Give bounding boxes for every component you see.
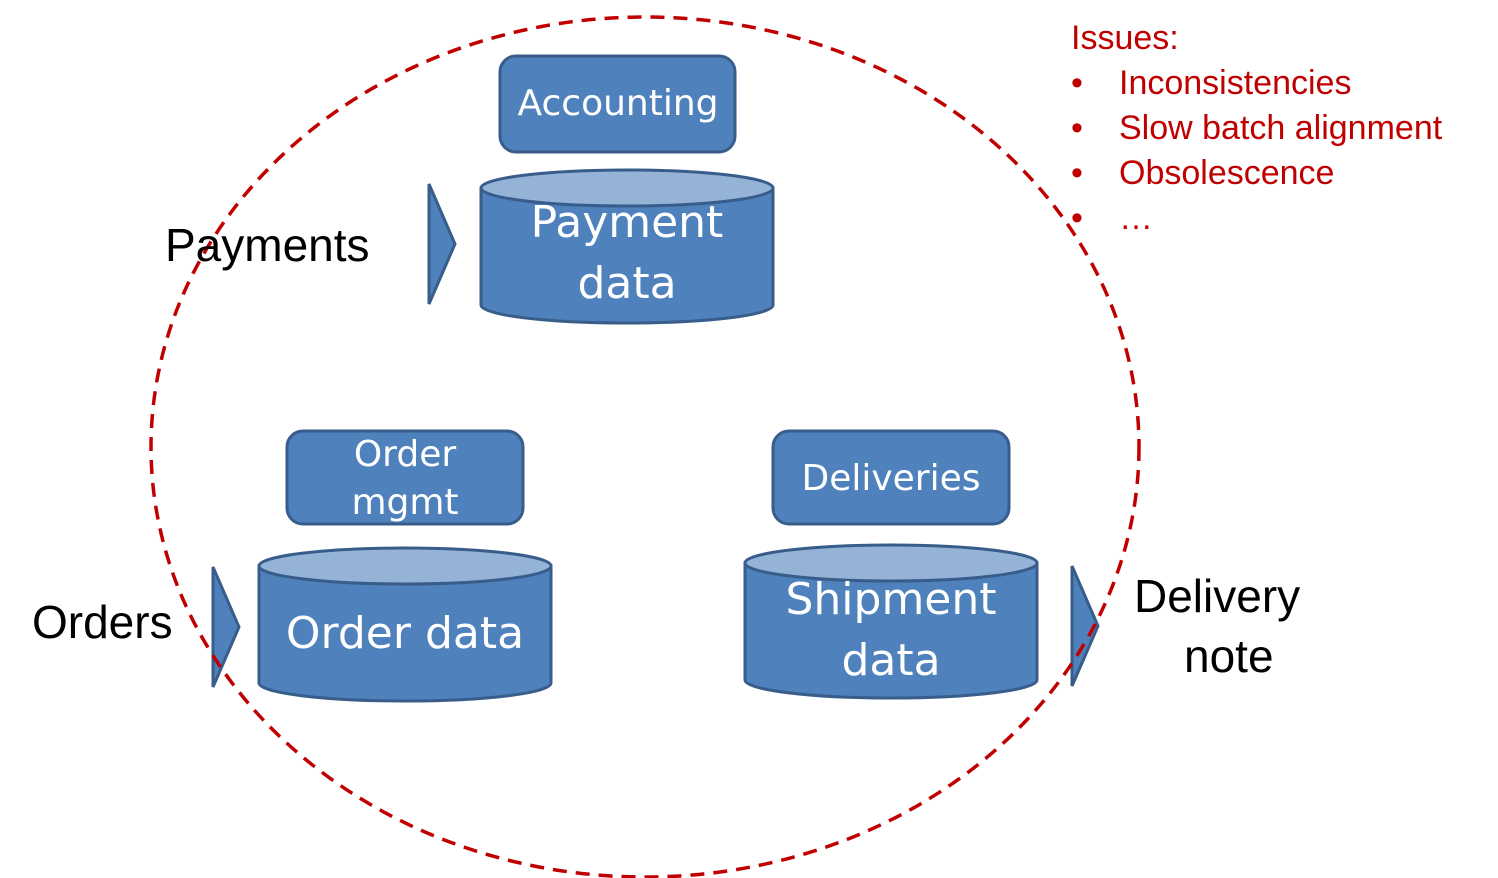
payments-input-label: Payments <box>165 219 370 271</box>
order-silo: Order mgmt Order data <box>211 429 553 703</box>
payment-data-label-line1: Payment <box>531 197 724 248</box>
issues-item-obsolescence: Obsolescence <box>1119 154 1334 192</box>
issues-title: Issues: <box>1071 19 1179 57</box>
deliveries-app-label: Deliveries <box>801 458 980 499</box>
shipment-data-cylinder[interactable]: Shipment data <box>743 543 1039 700</box>
order-mgmt-app-box[interactable] <box>285 429 525 526</box>
delivery-silo: Deliveries Shipment data <box>743 429 1100 700</box>
order-data-label: Order data <box>286 608 524 659</box>
order-data-cylinder-body <box>257 564 553 703</box>
issues-item-inconsistencies: Inconsistencies <box>1119 64 1351 102</box>
deliveries-app-box[interactable] <box>771 429 1011 526</box>
order-mgmt-label-line1: Order <box>354 434 457 475</box>
issues-bullet-4: • <box>1071 199 1083 237</box>
accounting-app-box[interactable] <box>498 54 737 154</box>
payment-data-label-line2: data <box>577 258 676 309</box>
issues-list: Issues: • Inconsistencies • Slow batch a… <box>1071 19 1443 237</box>
order-mgmt-label-line2: mgmt <box>351 482 458 523</box>
order-data-cylinder-top <box>257 546 553 586</box>
delivery-note-output-label-line1: Delivery <box>1134 570 1300 622</box>
shipment-data-cylinder-body <box>743 561 1039 700</box>
shipment-data-label-line1: Shipment <box>785 574 996 625</box>
silo-boundary-dashed-ellipse <box>149 15 1141 878</box>
order-data-cylinder[interactable]: Order data <box>257 546 553 703</box>
payment-data-cylinder-top <box>479 168 775 208</box>
issues-item-ellipsis: … <box>1119 199 1153 237</box>
shipment-data-label-line2: data <box>841 635 940 686</box>
shipment-data-cylinder-top <box>743 543 1039 583</box>
payment-data-cylinder[interactable]: Payment data <box>479 168 775 325</box>
issues-item-slow-batch-alignment: Slow batch alignment <box>1119 109 1443 147</box>
orders-input-chevron-icon <box>211 566 241 688</box>
accounting-app-label: Accounting <box>517 83 718 124</box>
issues-bullet-2: • <box>1071 109 1083 147</box>
payments-input-chevron-icon <box>427 183 457 305</box>
payment-data-cylinder-body <box>479 186 775 325</box>
issues-bullet-3: • <box>1071 154 1083 192</box>
issues-bullet-1: • <box>1071 64 1083 102</box>
orders-input-label: Orders <box>32 596 173 648</box>
delivery-note-output-label-line2: note <box>1184 630 1274 682</box>
accounting-silo: Accounting Payment data <box>427 54 775 325</box>
